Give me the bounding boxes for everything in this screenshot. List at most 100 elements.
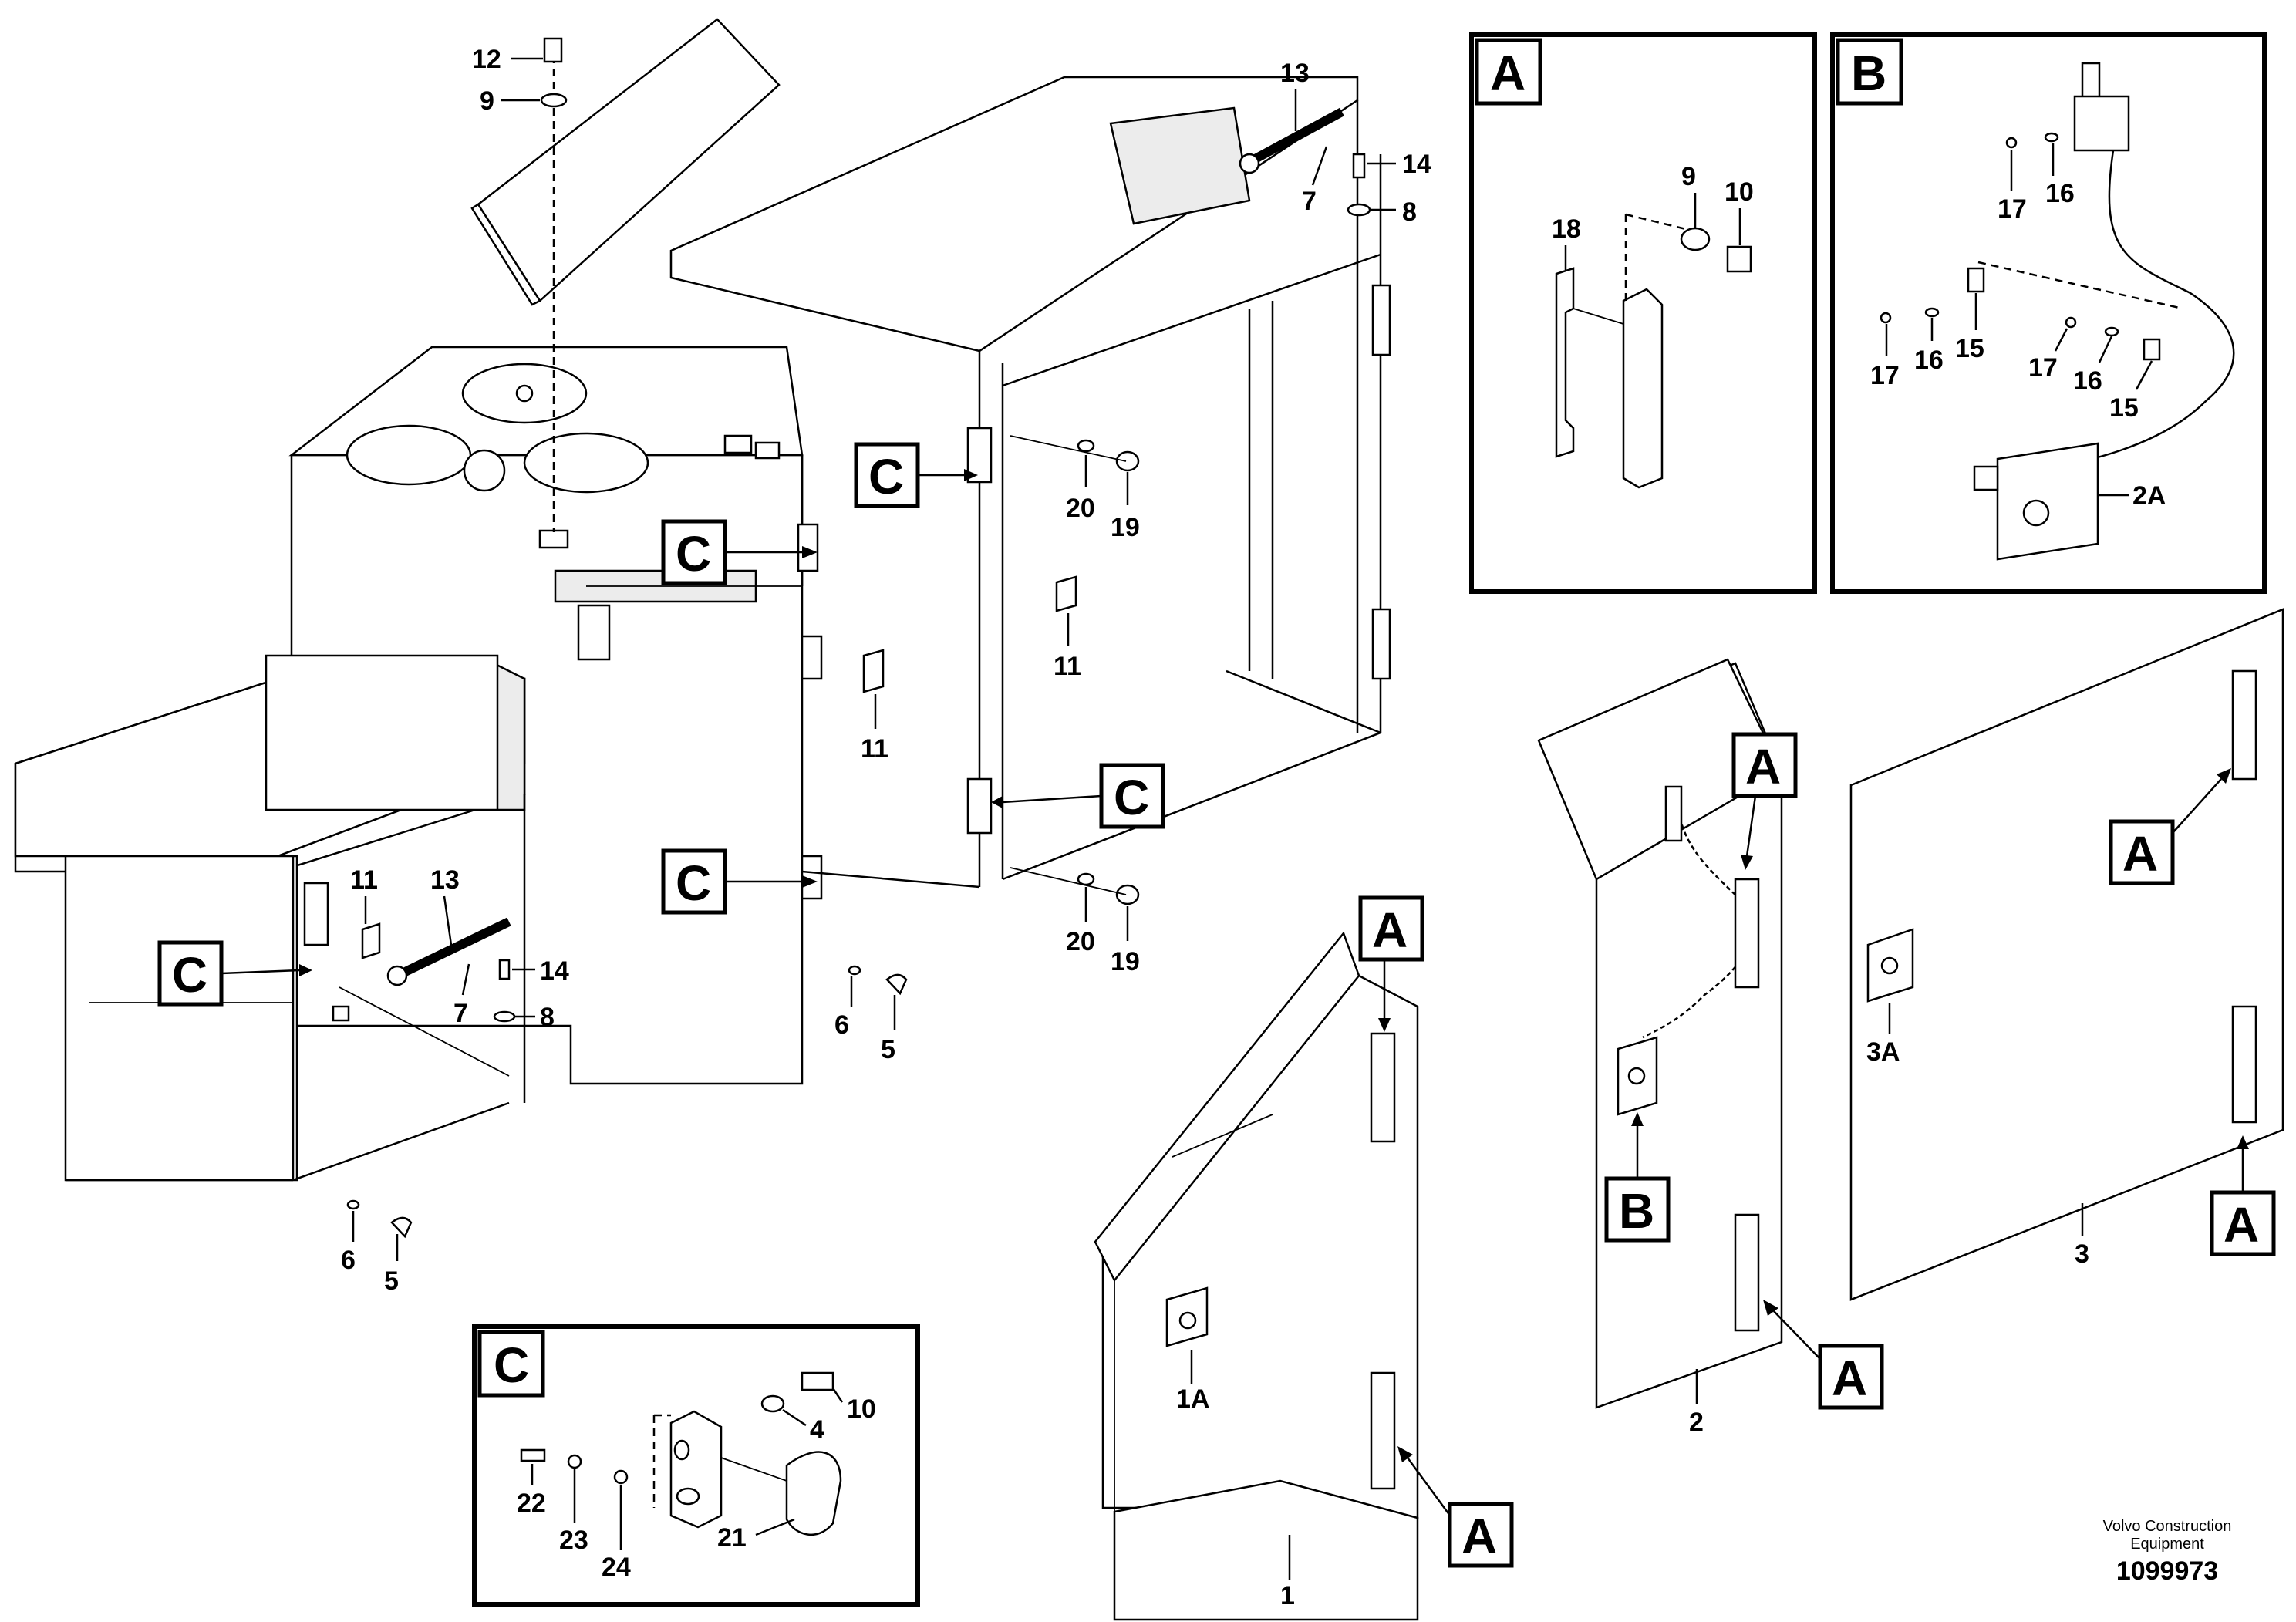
callout-9: 9 bbox=[480, 86, 494, 116]
washer-9 bbox=[540, 93, 568, 108]
callout-2A: 2A bbox=[2132, 481, 2166, 511]
main-cabinet bbox=[288, 346, 823, 1085]
callout-17-a: 17 bbox=[1998, 194, 2027, 224]
document-number: 1099973 bbox=[2116, 1556, 2218, 1586]
ref-a-door2-top: A bbox=[1731, 732, 1798, 870]
hinge-plate-11-left bbox=[361, 922, 381, 959]
callout-7-top: 7 bbox=[1302, 187, 1317, 216]
detail-b-panel: B 17 16 17 16 15 17 16 15 2A bbox=[1830, 32, 2267, 594]
callout-16-c: 16 bbox=[2073, 366, 2102, 396]
handle-13-top bbox=[1239, 107, 1344, 174]
detail-b-letter: B bbox=[1851, 46, 1886, 101]
callout-23: 23 bbox=[559, 1526, 588, 1555]
ref-c-4: C bbox=[661, 848, 818, 915]
svg-text:C: C bbox=[676, 526, 711, 582]
detail-c-letter: C bbox=[494, 1337, 529, 1393]
callout-19-bot: 19 bbox=[1111, 947, 1140, 976]
callout-19-top: 19 bbox=[1111, 513, 1140, 542]
detail-a-panel: A 18 9 10 bbox=[1469, 32, 1817, 594]
callout-20-bot: 20 bbox=[1066, 927, 1095, 956]
callout-10-detail-a: 10 bbox=[1725, 177, 1754, 207]
brand-line-2: Equipment bbox=[2130, 1536, 2204, 1553]
spring-14-top bbox=[1352, 153, 1366, 179]
callout-21: 21 bbox=[717, 1523, 747, 1553]
ref-a-door3-bottom: A bbox=[2210, 1135, 2276, 1256]
callout-5-left: 5 bbox=[384, 1266, 399, 1296]
callout-12: 12 bbox=[472, 45, 501, 74]
callout-13-top: 13 bbox=[1280, 59, 1310, 88]
ref-a-door2-bottom: A bbox=[1763, 1300, 1884, 1410]
callout-14-left: 14 bbox=[540, 956, 569, 986]
callout-2: 2 bbox=[1689, 1408, 1704, 1437]
knob-5-left bbox=[390, 1216, 413, 1239]
svg-text:A: A bbox=[1745, 739, 1781, 794]
ref-b-door2: B bbox=[1604, 1112, 1671, 1243]
callout-8-top: 8 bbox=[1402, 197, 1417, 227]
ref-a-door3-top: A bbox=[2109, 768, 2231, 885]
callout-11-mid: 11 bbox=[861, 734, 888, 764]
bolt-12 bbox=[543, 37, 563, 63]
callout-3A: 3A bbox=[1866, 1037, 1900, 1067]
callout-16-b: 16 bbox=[1914, 346, 1944, 375]
callout-17-c: 17 bbox=[2028, 353, 2058, 383]
svg-text:A: A bbox=[2224, 1197, 2259, 1253]
hinge-plate-11-right bbox=[1055, 575, 1077, 612]
ref-a-door1-bottom: A bbox=[1397, 1446, 1514, 1568]
washer-6-left bbox=[346, 1199, 360, 1210]
callout-13-left: 13 bbox=[430, 865, 460, 895]
svg-text:C: C bbox=[868, 449, 904, 504]
knob-5-mid bbox=[885, 973, 908, 996]
svg-text:A: A bbox=[1372, 902, 1408, 958]
door-1 bbox=[1094, 931, 1419, 1621]
callout-4: 4 bbox=[810, 1415, 824, 1445]
callout-15-c: 15 bbox=[2109, 393, 2139, 423]
bolt-19-bot bbox=[1115, 884, 1140, 905]
callout-8-left: 8 bbox=[540, 1003, 555, 1032]
callout-3: 3 bbox=[2075, 1239, 2089, 1269]
callout-24: 24 bbox=[602, 1553, 631, 1582]
bolt-19-top bbox=[1115, 450, 1140, 472]
handle-13-left bbox=[386, 917, 511, 986]
callout-15-b: 15 bbox=[1955, 334, 1984, 363]
svg-text:C: C bbox=[1114, 770, 1149, 825]
svg-text:C: C bbox=[676, 855, 711, 911]
svg-text:C: C bbox=[172, 947, 207, 1003]
hinge-plate-11-mid bbox=[862, 649, 885, 693]
washer-20-top bbox=[1077, 439, 1095, 453]
rear-frame bbox=[669, 76, 1391, 889]
callout-1A: 1A bbox=[1176, 1384, 1209, 1414]
callout-16-a: 16 bbox=[2045, 179, 2075, 208]
ref-c-2: C bbox=[854, 442, 978, 508]
svg-text:A: A bbox=[2122, 826, 2158, 882]
door-3 bbox=[1849, 608, 2284, 1301]
callout-18: 18 bbox=[1552, 214, 1581, 244]
callout-1: 1 bbox=[1280, 1581, 1295, 1610]
callout-9-detail-a: 9 bbox=[1681, 162, 1696, 191]
callout-20-top: 20 bbox=[1066, 494, 1095, 523]
ref-c-3: C bbox=[991, 763, 1165, 829]
detail-a-letter: A bbox=[1490, 46, 1526, 101]
callout-6-left: 6 bbox=[341, 1246, 356, 1275]
ref-c-5: C bbox=[157, 940, 312, 1007]
callout-10-detail-c: 10 bbox=[847, 1394, 876, 1424]
svg-text:B: B bbox=[1619, 1183, 1654, 1239]
washer-6-mid bbox=[848, 965, 861, 976]
callout-7-left: 7 bbox=[453, 999, 468, 1028]
brand-line-1: Volvo Construction bbox=[2103, 1518, 2232, 1535]
callout-22: 22 bbox=[517, 1489, 546, 1518]
callout-14-top: 14 bbox=[1402, 150, 1431, 179]
svg-text:A: A bbox=[1832, 1351, 1867, 1406]
detail-c-panel: C 10 4 22 23 24 21 bbox=[472, 1324, 920, 1607]
ref-c-1: C bbox=[661, 519, 818, 585]
callout-5-mid: 5 bbox=[881, 1035, 895, 1064]
callout-17-b: 17 bbox=[1870, 361, 1900, 390]
callout-6-mid: 6 bbox=[834, 1010, 849, 1040]
spring-14-left bbox=[498, 959, 511, 980]
front-low-unit bbox=[14, 654, 526, 1182]
washer-8-top bbox=[1347, 203, 1371, 217]
callout-11-right: 11 bbox=[1054, 652, 1081, 681]
washer-20-bot bbox=[1077, 872, 1095, 886]
callout-11-left: 11 bbox=[350, 865, 378, 895]
washer-8-left bbox=[493, 1010, 516, 1023]
